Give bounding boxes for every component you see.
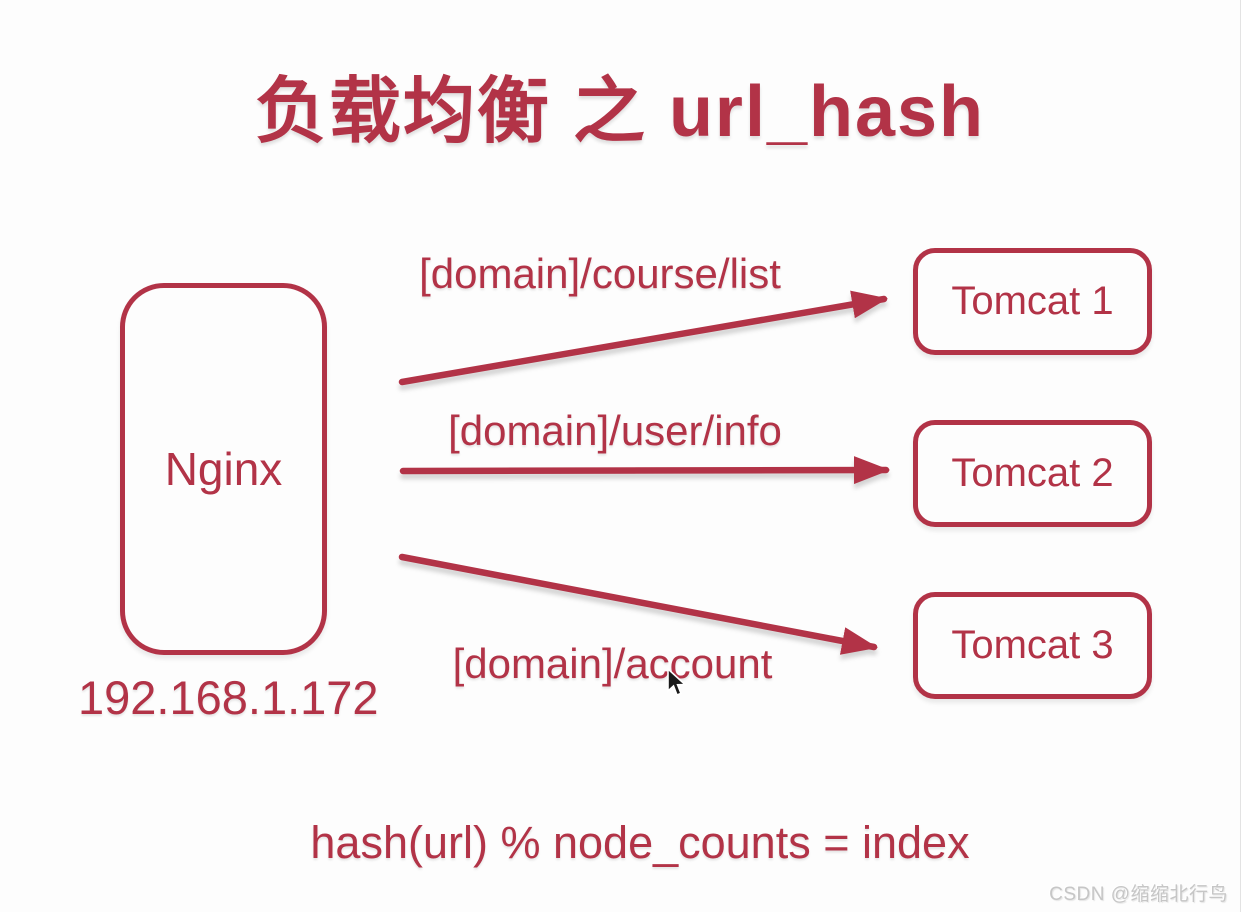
nginx-ip-label: 192.168.1.172 <box>78 671 379 724</box>
route-arrow-account <box>398 553 878 655</box>
route-arrow-course-list <box>398 290 888 386</box>
route-arrow-user-info <box>399 456 890 485</box>
hash-formula: hash(url) % node_counts = index <box>310 817 970 868</box>
tomcat-3-label: Tomcat 3 <box>951 623 1114 667</box>
route-label-user-info: [domain]/user/info <box>448 407 782 454</box>
nginx-node-label: Nginx <box>164 443 283 495</box>
tomcat-1-label: Tomcat 1 <box>951 279 1114 323</box>
route-label-course-list: [domain]/course/list <box>419 250 781 297</box>
diagram-title: 负载均衡 之 url_hash <box>254 72 986 152</box>
tomcat-2-node: Tomcat 2 <box>913 420 1152 527</box>
tomcat-3-node: Tomcat 3 <box>913 592 1152 699</box>
mouse-cursor-icon <box>667 668 687 697</box>
tomcat-2-label: Tomcat 2 <box>951 451 1114 495</box>
tomcat-1-node: Tomcat 1 <box>913 248 1152 355</box>
nginx-node: Nginx <box>120 283 327 655</box>
csdn-watermark: CSDN @缩缩北行鸟 <box>1049 884 1228 905</box>
route-label-account: [domain]/account <box>452 640 773 687</box>
